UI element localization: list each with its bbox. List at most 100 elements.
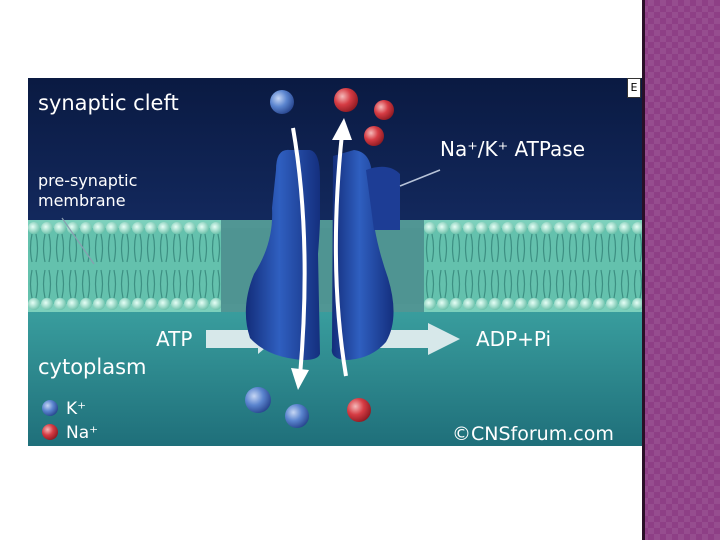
lipid-head (210, 298, 222, 310)
lipid-tail (211, 233, 221, 299)
lipid-head (184, 298, 196, 310)
membrane-label: membrane (38, 191, 126, 210)
lipid-head (197, 298, 209, 310)
lipid-head (210, 222, 222, 234)
lipid-tail (542, 233, 552, 299)
lipid-head (28, 222, 40, 234)
lipid-head (158, 222, 170, 234)
lipid-head (54, 298, 66, 310)
lipid-head (463, 222, 475, 234)
lipid-tail (581, 233, 591, 299)
lipid-head (554, 222, 566, 234)
lipid-head (424, 222, 436, 234)
lipid-head (541, 298, 553, 310)
lipid-head (580, 298, 592, 310)
lipid-tail (529, 233, 539, 299)
lipid-head (424, 298, 436, 310)
lipid-head (632, 298, 642, 310)
side-decoration-panel (642, 0, 720, 540)
lipid-tail (68, 233, 78, 299)
k-ion (270, 90, 294, 114)
lipid-head (80, 222, 92, 234)
lipid-head (437, 222, 449, 234)
lipid-head (593, 222, 605, 234)
lipid-head (93, 222, 105, 234)
legend-k-label: K⁺ (66, 399, 86, 419)
lipid-head (606, 222, 618, 234)
lipid-head (515, 222, 527, 234)
cytoplasm-label: cytoplasm (38, 355, 147, 379)
lipid-tail (490, 233, 500, 299)
lipid-tail (633, 233, 642, 299)
lipid-head (515, 298, 527, 310)
lipid-head (450, 222, 462, 234)
lipid-head (437, 298, 449, 310)
lipid-head (450, 298, 462, 310)
lipid-tail (185, 233, 195, 299)
lipid-head (132, 222, 144, 234)
lipid-head (632, 222, 642, 234)
lipid-head (41, 298, 53, 310)
lipid-head (106, 222, 118, 234)
lipid-tail (172, 233, 182, 299)
pump-label: Na⁺/K⁺ ATPase (440, 137, 585, 161)
lipid-tail (29, 233, 39, 299)
lipid-head (541, 222, 553, 234)
lipid-head (489, 222, 501, 234)
lipid-tail (42, 233, 52, 299)
na-k-pump-diagram: synaptic cleft pre-synaptic membrane Na⁺… (28, 78, 642, 446)
lipid-tail (555, 233, 565, 299)
lipid-head (502, 298, 514, 310)
lipid-head (463, 298, 475, 310)
lipid-tail (133, 233, 143, 299)
lipid-head (502, 222, 514, 234)
lipid-head (28, 298, 40, 310)
adp-label: ADP+Pi (476, 327, 551, 351)
corner-tag: E (627, 78, 641, 98)
lipid-head (119, 298, 131, 310)
pre-synaptic-label: pre-synaptic (38, 171, 137, 190)
lipid-head (489, 298, 501, 310)
lipid-tail (516, 233, 526, 299)
lipid-head (80, 298, 92, 310)
lipid-tail (55, 233, 65, 299)
lipid-head (54, 222, 66, 234)
lipid-head (528, 298, 540, 310)
na-ion (364, 126, 384, 146)
adp-arrow (378, 323, 460, 355)
side-panel-edge (642, 0, 645, 540)
diagram-svg: synaptic cleft pre-synaptic membrane Na⁺… (28, 78, 642, 446)
atp-label: ATP (156, 327, 192, 351)
lipid-head (41, 222, 53, 234)
lipid-head (132, 298, 144, 310)
lipid-head (119, 222, 131, 234)
lipid-head (171, 222, 183, 234)
lipid-head (197, 222, 209, 234)
ions (245, 88, 394, 428)
lipid-tail (451, 233, 461, 299)
legend-na-label: Na⁺ (66, 423, 98, 443)
lipid-head (567, 222, 579, 234)
lipid-head (593, 298, 605, 310)
lipid-tail (568, 233, 578, 299)
credit-label: ©CNSforum.com (452, 423, 614, 445)
lipid-tail (94, 233, 104, 299)
lipid-head (606, 298, 618, 310)
lipid-tail (438, 233, 448, 299)
lipid-head (184, 222, 196, 234)
membrane-pointer-line (61, 217, 95, 265)
lipid-head (476, 298, 488, 310)
lipid-head (106, 298, 118, 310)
lipid-head (145, 222, 157, 234)
lipid-tail (425, 233, 435, 299)
lipid-tail (503, 233, 513, 299)
lipid-tail (620, 233, 630, 299)
legend-k-swatch (42, 400, 58, 416)
lipid-tail (464, 233, 474, 299)
lipid-tail (146, 233, 156, 299)
lipid-head (528, 222, 540, 234)
lipid-tail (107, 233, 117, 299)
lipid-tail (159, 233, 169, 299)
lipid-head (619, 298, 631, 310)
